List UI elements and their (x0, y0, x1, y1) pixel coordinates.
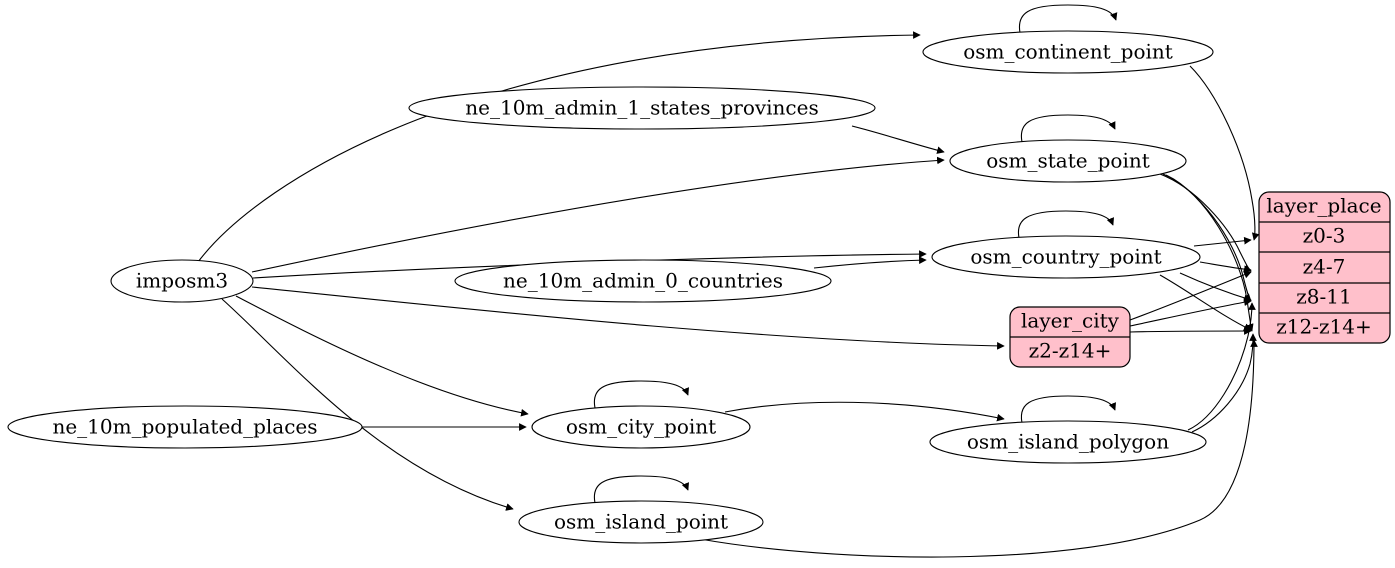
edge-osm_city_point-to-osm_island_polygon (724, 401, 1005, 422)
edge-ne_states-to-osm_state_point (851, 125, 945, 154)
node-imposm3-label: imposm3 (136, 269, 228, 293)
record-layer_place-row-z4-7[interactable]: z4-7 (1303, 255, 1346, 279)
node-osm_continent_point[interactable]: osm_continent_point (922, 30, 1214, 74)
node-ne_10m_admin_0_countries[interactable]: ne_10m_admin_0_countries (454, 259, 832, 303)
node-osm_island_point-shape[interactable] (518, 500, 764, 544)
edge-osm_country_point-to-layer_place-z0-3 (1193, 236, 1252, 247)
record-layer: layer_city z2-z14+ layer_place z0-3 z4-7… (1009, 191, 1391, 368)
node-osm_island_polygon-label: osm_island_polygon (967, 430, 1169, 454)
node-osm_island_polygon[interactable]: osm_island_polygon (929, 420, 1207, 464)
node-osm_country_point-shape[interactable] (931, 235, 1201, 279)
node-osm_continent_point-shape[interactable] (922, 30, 1214, 74)
edge-self-osm_state_point (1020, 114, 1116, 147)
edge-layer_city-to-layer_place-z4-7 (1129, 271, 1252, 321)
node-osm_island_point[interactable]: osm_island_point (518, 500, 764, 544)
edge-imposm3-to-osm_island_point (221, 298, 514, 511)
node-osm_continent_point-label: osm_continent_point (963, 40, 1173, 64)
edge-imposm3-to-osm_state_point (251, 156, 945, 273)
edge-osm_island_polygon-to-layer_place-z8-11 (1187, 302, 1256, 431)
node-osm_country_point[interactable]: osm_country_point (931, 235, 1201, 279)
node-ne_10m_admin_1_states_provinces[interactable]: ne_10m_admin_1_states_provinces (408, 86, 876, 130)
edge-layer (197, 4, 1260, 558)
edge-ne_countries-to-osm_country_point (813, 256, 927, 269)
node-ne_countries-label: ne_10m_admin_0_countries (503, 269, 783, 293)
record-layer_place-box[interactable] (1258, 191, 1391, 344)
edge-osm_island_point-to-layer_place-z12-z14+ (699, 339, 1258, 558)
node-layer: imposm3 ne_10m_admin_1_states_provinces … (7, 30, 1214, 544)
edge-self-osm_island_polygon (1020, 395, 1116, 428)
node-osm_island_point-label: osm_island_point (554, 510, 728, 534)
node-osm_state_point-shape[interactable] (949, 139, 1187, 183)
edge-imposm3-to-layer_city (251, 286, 1005, 350)
edge-layer_city-to-layer_place-z12-z14+ (1129, 327, 1252, 335)
record-layer_place-title: layer_place (1266, 194, 1381, 218)
record-layer_place[interactable]: layer_place z0-3 z4-7 z8-11 z12-z14+ (1258, 191, 1391, 344)
edge-layer_city-to-layer_place-z8-11 (1129, 298, 1252, 327)
node-osm_city_point-label: osm_city_point (566, 415, 716, 439)
node-osm_island_polygon-shape[interactable] (929, 420, 1207, 464)
node-ne_populated-label: ne_10m_populated_places (52, 415, 317, 439)
record-layer_place-row-z12-z14[interactable]: z12-z14+ (1276, 315, 1372, 339)
node-osm_state_point[interactable]: osm_state_point (949, 139, 1187, 183)
edge-self-osm_country_point (1017, 210, 1114, 243)
node-ne_states-shape[interactable] (408, 86, 876, 130)
node-ne_states-label: ne_10m_admin_1_states_provinces (465, 96, 818, 120)
edge-osm_country_point-to-layer_place-z8-11 (1179, 272, 1252, 302)
edge-osm_country_point-to-layer_place-z12-z14+ (1159, 274, 1252, 331)
node-ne_countries-shape[interactable] (454, 259, 832, 303)
edge-osm_continent_point-to-layer_place-z0-3 (1189, 65, 1260, 241)
node-osm_country_point-label: osm_country_point (970, 245, 1161, 269)
edge-imposm3-to-osm_continent_point (197, 31, 921, 263)
node-osm_state_point-label: osm_state_point (986, 149, 1150, 173)
node-osm_city_point-shape[interactable] (531, 405, 751, 449)
record-layer_place-row-z0-3[interactable]: z0-3 (1303, 224, 1346, 248)
edge-self-osm_island_point (593, 475, 689, 508)
node-ne_populated-shape[interactable] (7, 405, 363, 449)
record-layer_place-row-z8-11[interactable]: z8-11 (1296, 285, 1351, 309)
record-layer_city-title: layer_city (1021, 309, 1120, 333)
node-imposm3-shape[interactable] (110, 259, 254, 303)
edge-imposm3-to-osm_city_point (235, 295, 529, 417)
edge-self-osm_continent_point (1019, 4, 1118, 38)
edge-osm_state_point-to-layer_place-z8-11 (1162, 173, 1252, 302)
node-ne_10m_populated_places[interactable]: ne_10m_populated_places (7, 405, 363, 449)
record-layer_city-row-z2-z14[interactable]: z2-z14+ (1029, 339, 1112, 363)
edge-self-osm_city_point (593, 380, 689, 413)
record-layer_city[interactable]: layer_city z2-z14+ (1009, 306, 1131, 368)
node-osm_city_point[interactable]: osm_city_point (531, 405, 751, 449)
edge-osm_country_point-to-layer_place-z4-7 (1199, 261, 1252, 274)
node-imposm3[interactable]: imposm3 (110, 259, 254, 303)
edge-osm_island_polygon-to-layer_place-z12-z14+ (1191, 333, 1257, 433)
